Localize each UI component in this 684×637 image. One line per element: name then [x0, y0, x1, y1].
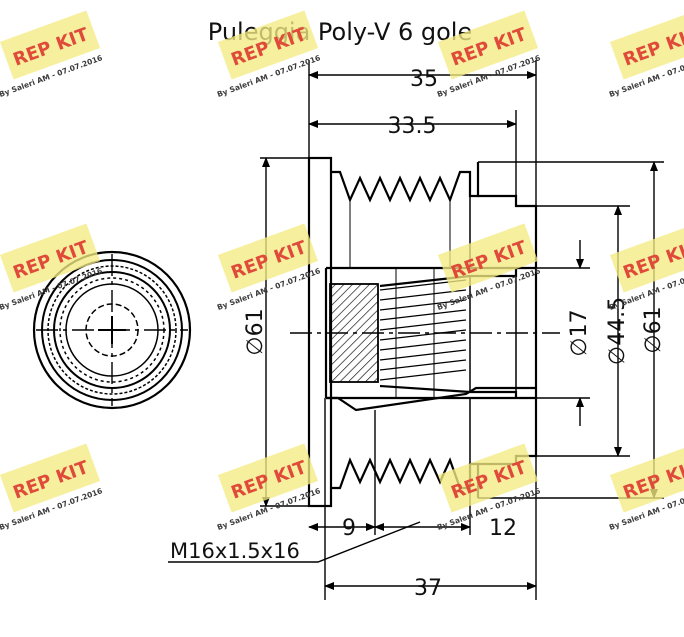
dim-hub-diameter: ∅44.5: [605, 297, 630, 365]
dim-total-length: 37: [414, 576, 442, 601]
dim-pulley-length: 33.5: [388, 114, 437, 139]
dim-overall-length: 35: [410, 67, 438, 92]
dim-diameter-left: ∅61: [243, 308, 268, 355]
dim-bore: ∅17: [567, 309, 592, 356]
dimension-lines: [168, 60, 664, 600]
front-view: [32, 250, 192, 410]
dim-thread: M16x1.5x16: [170, 539, 300, 563]
dim-offset-right: 12: [489, 516, 517, 541]
pulley-section: [290, 156, 560, 508]
dim-offset-left: 9: [342, 516, 356, 541]
dim-diameter-right: ∅61: [641, 306, 666, 353]
